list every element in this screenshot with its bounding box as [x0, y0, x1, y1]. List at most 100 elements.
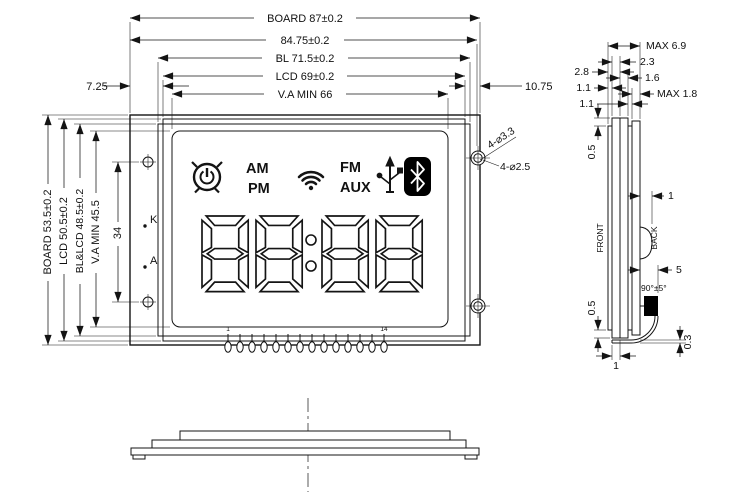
pin-pad: [344, 341, 352, 353]
lcd-width-label: LCD 69±0.2: [276, 71, 335, 83]
d5-label: 5: [676, 264, 682, 276]
back-bump: [639, 226, 653, 260]
colon-dot-bottom: [305, 260, 317, 272]
right-offset-label: 10.75: [525, 81, 553, 93]
va-width-label: V.A MIN 66: [278, 89, 333, 101]
glass-profile: [179, 430, 451, 441]
dim-lcd-height: LCD 50.5±0.2: [58, 118, 161, 342]
pin-pad: [296, 341, 304, 353]
pin-pad: [224, 341, 232, 353]
back-polarizer: [627, 125, 633, 331]
hole-pitch-label: 34: [112, 227, 124, 239]
foot-right: [464, 454, 478, 460]
dim-84-75: 84.75±0.2: [130, 35, 478, 146]
fm-label: FM: [340, 160, 361, 176]
dim-va-width: V.A MIN 66: [171, 89, 449, 129]
lcd-height-label: LCD 50.5±0.2: [58, 197, 70, 265]
bluetooth-icon: [404, 157, 431, 196]
dim-max-1-8: MAX 1.8: [618, 88, 697, 100]
d11a-label: 1.1: [576, 82, 591, 94]
dim-2-8: 2.8: [574, 66, 634, 78]
pin-pad: [308, 341, 316, 353]
colon-dot-top: [305, 234, 317, 246]
aux-label: AUX: [340, 180, 371, 196]
am-label: AM: [246, 161, 269, 177]
pin-pad: [368, 341, 376, 353]
pin-bend-inner: [612, 315, 656, 341]
k-label: K: [150, 214, 158, 226]
pin-14-number: 14: [380, 326, 388, 333]
d05-top-label: 0.5: [586, 145, 598, 160]
hole-left-bottom: [140, 294, 156, 310]
holes-outer-label: 4-⌀3.3: [485, 125, 517, 152]
dim-1-6: 1.6: [606, 72, 660, 84]
dim-0-5-bottom: 0.5: [586, 301, 610, 352]
bottom-view: [130, 398, 480, 492]
dim-board-height: BOARD 53.5±0.2: [42, 114, 128, 346]
dim-0-3: 0.3: [640, 326, 694, 357]
left-offset-label: 7.25: [86, 81, 107, 93]
dim-1-right: 1: [628, 190, 674, 224]
wifi-icon: [297, 170, 325, 191]
pin-pad: [236, 341, 244, 353]
back-side-label: BACK: [649, 226, 659, 249]
seven-segment-display: [201, 215, 424, 293]
back-glass: [619, 117, 629, 339]
front-glass: [611, 117, 621, 339]
dim-5: 5: [628, 264, 682, 293]
board-height-label: BOARD 53.5±0.2: [42, 190, 54, 275]
dim-bl-width: BL 71.5±0.2: [157, 53, 471, 122]
a-label: A: [150, 255, 158, 267]
a-pin-dot: [143, 265, 147, 269]
dim-bl-lcd-height: BL&LCD 48.5±0.2: [74, 123, 156, 337]
dim-1-bottom: 1: [596, 340, 636, 372]
connector-pad: [644, 296, 658, 316]
board-width-label: BOARD 87±0.2: [267, 13, 343, 25]
pin-pad: [272, 341, 280, 353]
pin-pad: [320, 341, 328, 353]
pin-pad: [332, 341, 340, 353]
bl-lcd-height-label: BL&LCD 48.5±0.2: [74, 189, 86, 274]
viewing-area-outline: [171, 130, 449, 328]
d03-label: 0.3: [682, 335, 694, 350]
max18-label: MAX 1.8: [657, 88, 697, 100]
dim-max-total: MAX 6.9: [608, 40, 686, 52]
d05-bottom-label: 0.5: [586, 301, 598, 316]
lcd-outline: [162, 118, 466, 342]
dim-left-offset: 7.25: [86, 81, 189, 93]
front-side-label: FRONT: [595, 223, 605, 252]
alarm-icon: [191, 161, 223, 194]
foot-left: [132, 454, 146, 460]
va-height-label: V.A MIN 45.5: [90, 200, 102, 264]
pins-row: [224, 334, 388, 353]
backlight-outline: [157, 123, 471, 337]
board-outline: [129, 114, 481, 346]
pin-pad: [380, 341, 388, 353]
pin-pad: [248, 341, 256, 353]
backlight-frame: [631, 120, 641, 336]
pm-label: PM: [248, 181, 270, 197]
pin-1-number: 1: [226, 326, 230, 333]
dim-1-1-b: 1.1: [579, 98, 648, 110]
dim-1-1-a: 1.1: [576, 82, 626, 94]
mounting-hole-bottom-right: [466, 294, 490, 318]
dim-2-3: 2.3: [598, 56, 655, 68]
bezel-profile: [151, 439, 467, 449]
max-total-label: MAX 6.9: [646, 40, 686, 52]
d28-label: 2.8: [574, 66, 589, 78]
dim-board-width: BOARD 87±0.2: [129, 13, 481, 113]
side-extension-lines: [607, 42, 641, 124]
pin-pad: [356, 341, 364, 353]
pin-pad: [284, 341, 292, 353]
dim-right-offset: 10.75: [449, 81, 553, 93]
d1-bottom-label: 1: [613, 360, 619, 372]
d16-label: 1.6: [645, 72, 660, 84]
pin-pad: [260, 341, 268, 353]
pin-bend-outer: [612, 315, 659, 344]
k-pin-dot: [143, 224, 147, 228]
d23-label: 2.3: [640, 56, 655, 68]
width-8475-label: 84.75±0.2: [281, 35, 330, 47]
front-view: K A 4-⌀3.3 4-⌀2.5 AM PM FM AUX: [42, 13, 553, 353]
